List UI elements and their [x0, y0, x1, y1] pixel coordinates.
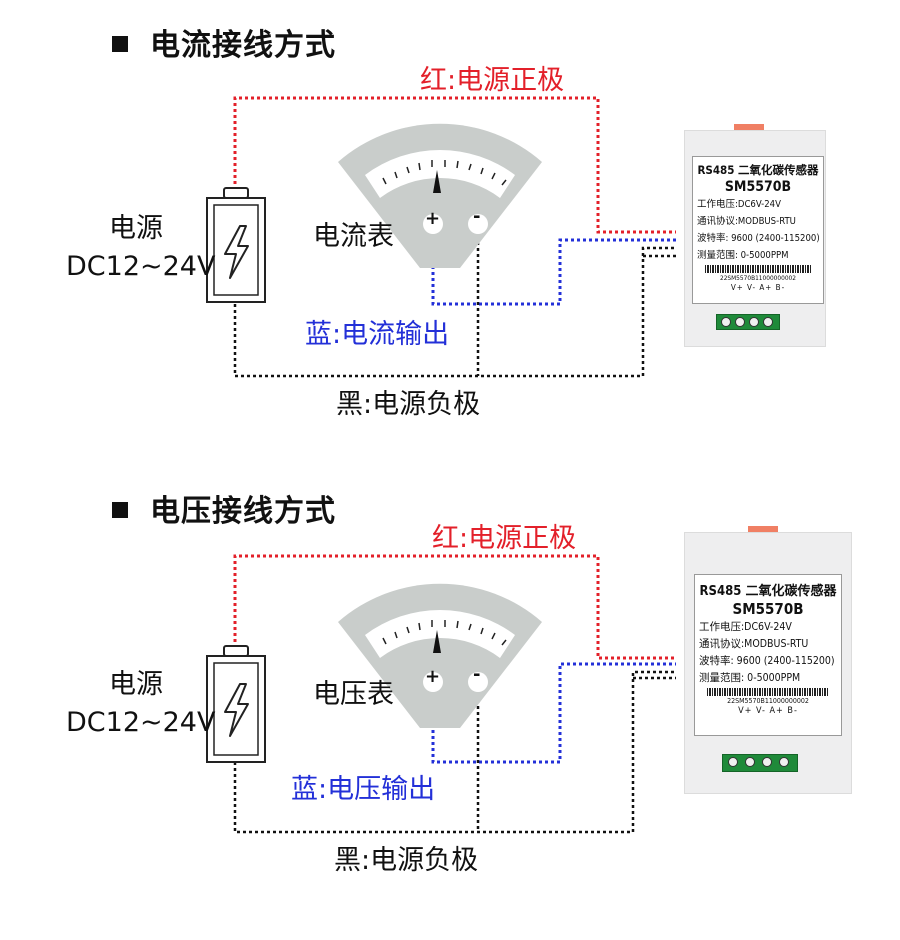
- section-title-text: 电压接线方式: [150, 494, 336, 529]
- device-label: RS485 二氧化碳传感器 SM5570B 工作电压:DC6V-24V 通讯协议…: [692, 156, 824, 304]
- co2-sensor-device: RS485 二氧化碳传感器 SM5570B 工作电压:DC6V-24V 通讯协议…: [676, 118, 846, 358]
- device-spec-protocol: 通讯协议:MODBUS-RTU: [697, 216, 796, 227]
- square-bullet-icon: [112, 35, 128, 52]
- device-name: RS485 二氧化碳传感器: [697, 163, 819, 177]
- terminal-block: [716, 314, 780, 330]
- screw-icon: [763, 317, 773, 327]
- blue-wire: [431, 662, 676, 764]
- barcode-icon: [705, 265, 811, 273]
- device-tab: [734, 124, 764, 134]
- device-terminal-labels: V+ V- A+ B-: [730, 283, 786, 292]
- device-label: RS485 二氧化碳传感器 SM5570B 工作电压:DC6V-24V 通讯协议…: [694, 574, 842, 736]
- meter-plus-terminal: +: [425, 208, 441, 229]
- black-wire: [233, 246, 676, 378]
- red-wire: [233, 554, 676, 660]
- voltage-wiring-section: 电压接线方式: [0, 462, 900, 932]
- device-spec-voltage: 工作电压:DC6V-24V: [699, 621, 792, 633]
- battery-icon: [206, 187, 266, 303]
- screw-icon: [762, 757, 772, 767]
- psu-label-line2: DC12~24V: [66, 251, 216, 282]
- screw-icon: [735, 317, 745, 327]
- terminal-block: [722, 754, 798, 772]
- psu-label-line1: 电源: [109, 213, 163, 244]
- device-serial: 22SM5570B11000000002: [719, 274, 796, 282]
- device-spec-range: 测量范围: 0-5000PPM: [699, 672, 801, 684]
- section-title: 电流接线方式: [112, 20, 336, 64]
- power-supply-label: 电源 DC12~24V: [66, 210, 216, 286]
- barcode-icon: [707, 688, 829, 696]
- red-wire-label: 红:电源正极: [432, 523, 577, 554]
- meter-minus-terminal: -: [473, 206, 481, 227]
- blue-wire: [431, 236, 676, 306]
- black-wire-label: 黑:电源负极: [336, 389, 481, 420]
- battery-icon: [206, 645, 266, 763]
- blue-wire-label: 蓝:电流输出: [305, 319, 450, 350]
- psu-label-line2: DC12~24V: [66, 707, 216, 738]
- current-wiring-section: 电流接线方式: [66, 20, 846, 420]
- screw-icon: [749, 317, 759, 327]
- black-wire-label: 黑:电源负极: [334, 845, 479, 876]
- meter-label: 电流表: [313, 221, 394, 252]
- device-tab: [748, 526, 778, 536]
- section-title-text: 电流接线方式: [150, 28, 336, 63]
- red-wire-label: 红:电源正极: [420, 65, 565, 96]
- meter-minus-terminal: -: [473, 664, 481, 685]
- square-bullet-icon: [112, 501, 128, 518]
- wiring-diagram: [206, 554, 676, 834]
- device-spec-protocol: 通讯协议:MODBUS-RTU: [699, 638, 809, 650]
- screw-icon: [728, 757, 738, 767]
- device-spec-baud: 波特率: 9600 (2400-115200): [697, 233, 820, 244]
- wiring-diagram: [206, 96, 676, 378]
- section-title: 电压接线方式: [112, 486, 336, 530]
- meter-label: 电压表: [313, 679, 394, 710]
- co2-sensor-device: RS485 二氧化碳传感器 SM5570B 工作电压:DC6V-24V 通讯协议…: [676, 522, 852, 802]
- screw-icon: [745, 757, 755, 767]
- red-wire: [233, 96, 676, 234]
- device-spec-baud: 波特率: 9600 (2400-115200): [699, 655, 835, 667]
- power-supply-label: 电源 DC12~24V: [66, 666, 216, 742]
- meter-plus-terminal: +: [425, 666, 441, 687]
- screw-icon: [721, 317, 731, 327]
- blue-wire-label: 蓝:电压输出: [291, 774, 436, 805]
- black-wire: [233, 670, 676, 834]
- device-model: SM5570B: [732, 600, 804, 618]
- psu-label-line1: 电源: [109, 669, 163, 700]
- device-serial: 22SM5570B11000000002: [727, 697, 809, 705]
- device-name: RS485 二氧化碳传感器: [699, 584, 837, 599]
- meter-icon: [338, 583, 542, 728]
- device-spec-voltage: 工作电压:DC6V-24V: [697, 199, 781, 210]
- device-terminal-labels: V+ V- A+ B-: [738, 706, 798, 716]
- device-model: SM5570B: [724, 179, 792, 195]
- meter-icon: [338, 123, 542, 268]
- screw-icon: [779, 757, 789, 767]
- device-spec-range: 测量范围: 0-5000PPM: [697, 250, 789, 261]
